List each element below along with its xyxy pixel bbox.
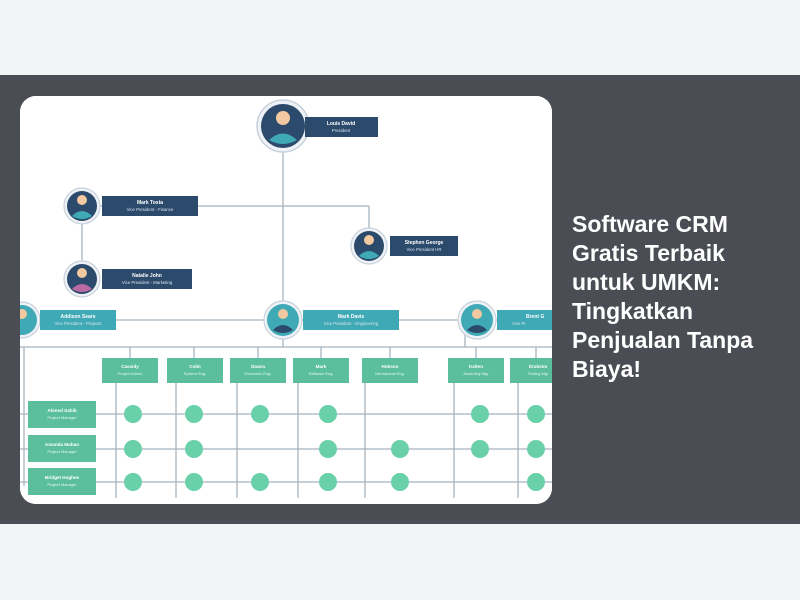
vp-projects-title: Vice President - Projects: [55, 321, 102, 326]
president-title: President: [332, 128, 351, 133]
manager-tags: Ahmed Sahib Project Manager Amanda Mohan…: [28, 401, 96, 495]
assignment-dot: [391, 473, 409, 491]
assignment-dot: [124, 405, 142, 423]
team-name: Colin: [189, 364, 201, 369]
org-node-vp-engineering: Mark Davis Vice President - Engineering: [263, 300, 399, 340]
org-node-vp-projects: Addison Sears Vice President - Projects: [20, 301, 116, 339]
team-role: Mechanical Eng.: [375, 371, 405, 376]
assignment-dot: [527, 473, 545, 491]
assignment-dot: [124, 473, 142, 491]
org-node-vp-marketing: Natalie John Vice President - Marketing: [63, 260, 192, 298]
vp-marketing-name: Natalie John: [132, 273, 162, 279]
org-node-vp-cropped: Brent G Vice Pr: [457, 300, 552, 340]
org-node-vp-finance: Mark Tosta Vice President - Finance: [63, 187, 198, 225]
team-name: Hobson: [381, 364, 398, 369]
vp-finance-name: Mark Tosta: [137, 200, 163, 206]
assignment-dot: [185, 473, 203, 491]
vp-cropped-name: Brent G: [526, 314, 544, 320]
vp-projects-name: Addison Sears: [60, 314, 95, 320]
assignment-dot: [319, 405, 337, 423]
article-title[interactable]: Software CRM Gratis Terbaik untuk UMKM: …: [572, 211, 754, 382]
org-chart-image: Louis David President Mark Tosta Vice Pr…: [20, 96, 552, 504]
assignment-dots: [124, 405, 545, 491]
article-thumbnail[interactable]: Louis David President Mark Tosta Vice Pr…: [20, 96, 552, 504]
assignment-dot: [319, 473, 337, 491]
team-role: Electronic Eng.: [245, 371, 272, 376]
vp-hr-title: Vice President HR: [406, 247, 441, 252]
org-node-vp-hr: Stephen George Vice President HR: [350, 227, 458, 265]
vp-cropped-title: Vice Pr: [512, 321, 526, 326]
manager-name: Amanda Mohan: [45, 442, 79, 447]
vp-hr-name: Stephen George: [405, 240, 444, 246]
vp-engineering-title: Vice President - Engineering: [324, 321, 379, 326]
team-name: Dawra: [251, 364, 265, 369]
assignment-dot: [527, 440, 545, 458]
team-name: Mark: [316, 364, 327, 369]
team-tags: Cassidy Project Admin Colin System Eng. …: [102, 358, 552, 383]
manager-role: Project Manager: [47, 482, 77, 487]
team-role: Assembly Mgr: [463, 371, 489, 376]
vp-engineering-name: Mark Davis: [338, 314, 365, 320]
vp-marketing-title: Vice President - Marketing: [122, 280, 173, 285]
vp-finance-title: Vice President - Finance: [127, 207, 174, 212]
president-name: Louis David: [327, 121, 355, 127]
assignment-dot: [319, 440, 337, 458]
org-node-president: Louis David President: [256, 99, 378, 153]
assignment-dot: [471, 440, 489, 458]
team-name: Kalten: [469, 364, 483, 369]
team-role: Testing Mgr: [528, 371, 549, 376]
team-role: System Eng.: [184, 371, 207, 376]
manager-name: Bridget Hughes: [45, 475, 80, 480]
assignment-dot: [251, 405, 269, 423]
team-name: Draheim: [529, 364, 547, 369]
manager-role: Project Manager: [47, 449, 77, 454]
manager-role: Project Manager: [47, 415, 77, 420]
team-role: Software Eng.: [308, 371, 333, 376]
manager-name: Ahmed Sahib: [47, 408, 77, 413]
assignment-dot: [185, 405, 203, 423]
assignment-dot: [527, 405, 545, 423]
team-name: Cassidy: [121, 364, 139, 369]
assignment-dot: [124, 440, 142, 458]
assignment-dot: [185, 440, 203, 458]
assignment-dot: [251, 473, 269, 491]
assignment-dot: [391, 440, 409, 458]
team-role: Project Admin: [118, 371, 143, 376]
assignment-dot: [471, 405, 489, 423]
